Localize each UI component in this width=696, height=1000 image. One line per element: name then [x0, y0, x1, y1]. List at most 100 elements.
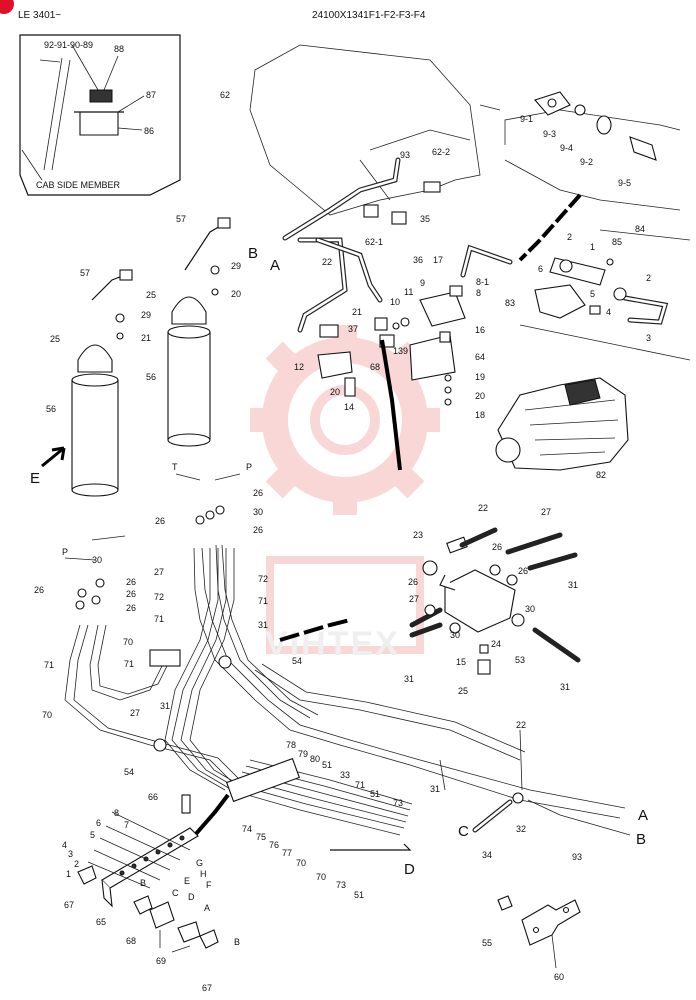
callout-27-c: 27: [541, 507, 551, 517]
callout-24: 24: [491, 639, 501, 649]
letter-E: E: [30, 470, 40, 487]
main-pump-assembly: [495, 377, 629, 471]
label-87: 87: [146, 90, 156, 100]
callout-14: 14: [344, 402, 354, 412]
callout-12: 12: [294, 362, 304, 372]
callout-30-b: 30: [92, 555, 102, 565]
callout-26-c: 26: [253, 525, 263, 535]
callout-78: 78: [286, 740, 296, 750]
port-P-1: P: [246, 462, 252, 472]
callout-71-d-mid: 71: [124, 659, 134, 669]
callout-54-b: 54: [124, 767, 134, 777]
callout-29-left: 29: [141, 310, 151, 320]
inset-cab-side-member: 92-91-90-89 88 87 86 CAB SIDE MEMBER: [19, 34, 181, 196]
callout-30-c: 30: [525, 604, 535, 614]
callout-79: 79: [298, 749, 308, 759]
callout-62: 62: [220, 90, 230, 100]
hose-bundle: [64, 544, 626, 819]
callout-70-b: 70: [42, 710, 52, 720]
callout-72-b: 72: [154, 592, 164, 602]
label-92-91-90-89: 92-91-90-89: [44, 40, 93, 50]
letter-A-bottom: A: [638, 807, 648, 824]
callout-20-right: 20: [475, 391, 485, 401]
corner-badge: [0, 0, 14, 14]
callout-71-b: 71: [154, 614, 164, 624]
callout-32: 32: [516, 824, 526, 834]
callout-2-right: 2: [646, 273, 651, 283]
callout-25-right: 25: [458, 686, 468, 696]
callout-27-b: 27: [130, 708, 140, 718]
callout-75: 75: [256, 832, 266, 842]
part-9-1-housing: [534, 91, 571, 116]
callout-64: 64: [475, 352, 485, 362]
callout-22-right: 22: [478, 503, 488, 513]
index-7: 7: [124, 820, 129, 830]
index-2: 2: [74, 859, 79, 869]
callout-66: 66: [148, 792, 158, 802]
callout-67-left: 67: [64, 900, 74, 910]
callout-51-b: 51: [370, 789, 380, 799]
letter-B-bottom: B: [636, 831, 646, 848]
callout-34: 34: [482, 850, 492, 860]
callout-9-1: 9-1: [520, 114, 533, 124]
index-5: 5: [90, 830, 95, 840]
callout-20-right-col: 20: [231, 289, 241, 299]
callout-27-a: 27: [154, 567, 164, 577]
index-8: 8: [114, 808, 119, 818]
index-A: A: [204, 903, 210, 913]
callout-35: 35: [420, 214, 430, 224]
callout-4: 4: [606, 307, 611, 317]
callout-22-upper: 22: [322, 257, 332, 267]
callout-19: 19: [475, 372, 485, 382]
callout-5: 5: [590, 289, 595, 299]
callout-17: 17: [433, 255, 443, 265]
index-1: 1: [66, 869, 71, 879]
callout-26-g: 26: [126, 603, 136, 613]
callout-9: 9: [420, 278, 425, 288]
callout-31-f: 31: [430, 784, 440, 794]
callout-57-right: 57: [176, 214, 186, 224]
index-C: C: [172, 888, 179, 898]
view-arrow-E: [41, 446, 66, 468]
callout-68-lower: 68: [126, 936, 136, 946]
callout-55: 55: [482, 938, 492, 948]
callout-9-5: 9-5: [618, 178, 631, 188]
index-3: 3: [68, 849, 73, 859]
callout-76: 76: [269, 840, 279, 850]
index-B-lower: B: [234, 937, 240, 947]
callout-68-upper: 68: [370, 362, 380, 372]
callout-74: 74: [242, 824, 252, 834]
letter-B-top: B: [248, 245, 258, 262]
mounting-bracket-60: [521, 899, 581, 946]
callout-71-a: 71: [258, 596, 268, 606]
callout-31-d: 31: [404, 674, 414, 684]
callout-9-4: 9-4: [560, 143, 573, 153]
callout-62-1: 62-1: [365, 237, 383, 247]
callout-93-top: 93: [400, 150, 410, 160]
callout-51-a: 51: [322, 760, 332, 770]
callout-26-d: 26: [34, 585, 44, 595]
callout-139: 139: [393, 346, 408, 356]
callout-71-c: 71: [44, 660, 54, 670]
callout-26-a: 26: [253, 488, 263, 498]
callout-21-upper: 21: [352, 307, 362, 317]
callout-71-d: 71: [355, 780, 365, 790]
callout-8-1: 8-1: [476, 277, 489, 287]
index-H: H: [200, 869, 207, 879]
callout-22-lower: 22: [516, 720, 526, 730]
callout-33: 33: [340, 770, 350, 780]
callout-26-b: 26: [155, 516, 165, 526]
callout-25-right: 25: [146, 290, 156, 300]
callout-18: 18: [475, 410, 485, 420]
port-T: T: [172, 462, 178, 472]
callout-6: 6: [538, 264, 543, 274]
index-6: 6: [96, 818, 101, 828]
callout-83: 83: [505, 298, 515, 308]
fitting-bracket: [101, 827, 199, 908]
label-88: 88: [114, 44, 124, 54]
callout-37: 37: [348, 324, 358, 334]
model-serial-label: LE 3401~: [18, 10, 61, 21]
letter-C: C: [458, 823, 469, 840]
index-G: G: [196, 858, 203, 868]
